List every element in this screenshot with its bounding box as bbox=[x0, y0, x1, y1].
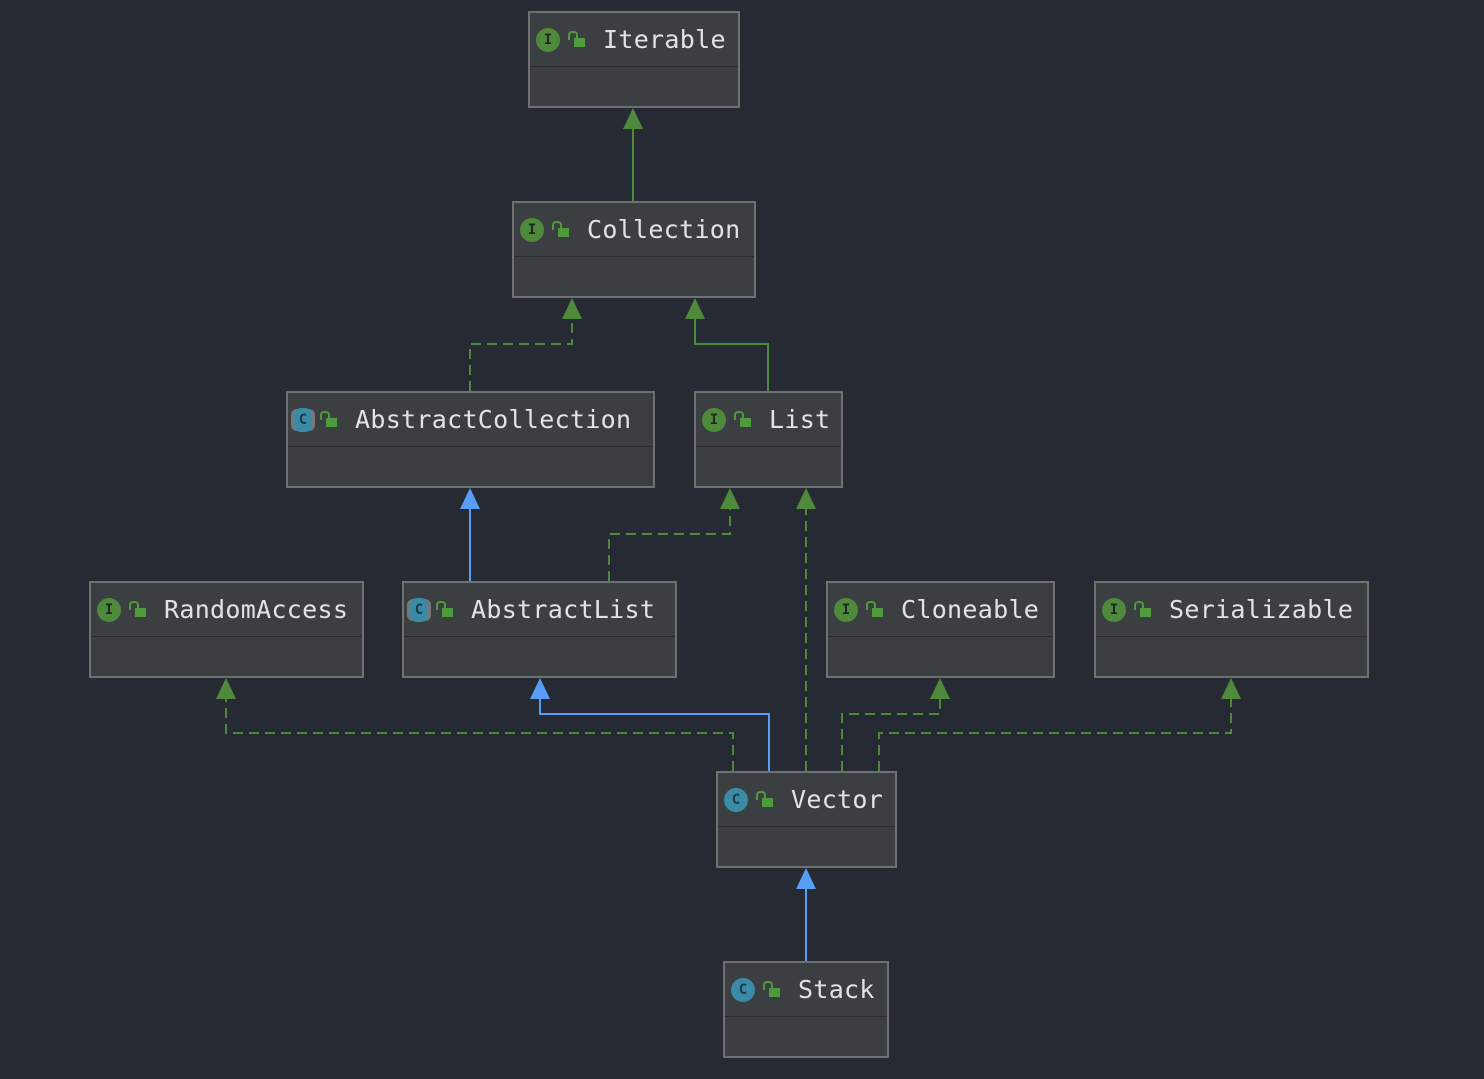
public-lock-icon bbox=[436, 600, 454, 620]
node-randomaccess[interactable]: I RandomAccess bbox=[89, 581, 364, 678]
arrowhead-icon bbox=[720, 488, 740, 509]
interface-icon: I bbox=[97, 597, 121, 622]
node-vector[interactable]: C Vector bbox=[716, 771, 897, 868]
node-name: Stack bbox=[798, 975, 875, 1004]
edge-collection-to-iterable bbox=[623, 108, 643, 201]
arrowhead-icon bbox=[623, 108, 643, 129]
node-header: I Collection bbox=[514, 203, 754, 257]
node-name: Vector bbox=[791, 785, 884, 814]
edge-line bbox=[878, 698, 1232, 771]
public-lock-icon bbox=[763, 980, 781, 1000]
node-header: C Stack bbox=[725, 963, 887, 1017]
public-lock-icon bbox=[866, 600, 884, 620]
node-abstractcollection[interactable]: C AbstractCollection bbox=[286, 391, 655, 488]
node-abstractlist[interactable]: C AbstractList bbox=[402, 581, 677, 678]
edge-line bbox=[841, 698, 941, 771]
public-lock-icon bbox=[756, 790, 774, 810]
interface-icon: I bbox=[520, 217, 544, 242]
node-stack[interactable]: C Stack bbox=[723, 961, 889, 1058]
node-name: List bbox=[769, 405, 831, 434]
node-name: Iterable bbox=[603, 25, 726, 54]
edge-list-to-collection bbox=[685, 298, 769, 391]
node-list[interactable]: I List bbox=[694, 391, 843, 488]
node-name: Cloneable bbox=[901, 595, 1040, 624]
edge-abstractcollection-to-collection bbox=[469, 298, 582, 391]
class-icon: C bbox=[731, 977, 755, 1002]
public-lock-icon bbox=[320, 410, 338, 430]
class-icon: C bbox=[724, 787, 748, 812]
node-header: I Serializable bbox=[1096, 583, 1367, 637]
arrowhead-icon bbox=[930, 678, 950, 699]
interface-icon: I bbox=[1102, 597, 1126, 622]
public-lock-icon bbox=[734, 410, 752, 430]
node-header: C AbstractCollection bbox=[288, 393, 653, 447]
node-name: RandomAccess bbox=[164, 595, 349, 624]
node-name: AbstractList bbox=[471, 595, 656, 624]
edge-vector-to-cloneable bbox=[841, 678, 950, 771]
interface-icon: I bbox=[702, 407, 726, 432]
edge-vector-to-abstractlist bbox=[530, 678, 770, 771]
edge-line bbox=[694, 318, 769, 391]
arrowhead-icon bbox=[562, 298, 582, 319]
public-lock-icon bbox=[129, 600, 147, 620]
node-header: I Iterable bbox=[530, 13, 738, 67]
node-name: Serializable bbox=[1169, 595, 1354, 624]
arrowhead-icon bbox=[216, 678, 236, 699]
edge-line bbox=[608, 508, 731, 581]
edge-line bbox=[225, 698, 734, 771]
public-lock-icon bbox=[552, 220, 570, 240]
arrowhead-icon bbox=[796, 868, 816, 889]
node-header: I RandomAccess bbox=[91, 583, 362, 637]
interface-icon: I bbox=[536, 27, 560, 52]
arrowhead-icon bbox=[460, 488, 480, 509]
public-lock-icon bbox=[568, 30, 586, 50]
node-name: AbstractCollection bbox=[355, 405, 632, 434]
arrowhead-icon bbox=[1221, 678, 1241, 699]
public-lock-icon bbox=[1134, 600, 1152, 620]
edge-vector-to-serializable bbox=[878, 678, 1241, 771]
edge-abstractlist-to-abstractcollection bbox=[460, 488, 480, 581]
arrowhead-icon bbox=[530, 678, 550, 699]
node-header: I Cloneable bbox=[828, 583, 1053, 637]
abstract-class-icon: C bbox=[294, 407, 312, 432]
edge-vector-to-randomaccess bbox=[216, 678, 734, 771]
node-cloneable[interactable]: I Cloneable bbox=[826, 581, 1055, 678]
node-header: I List bbox=[696, 393, 841, 447]
edge-abstractlist-to-list bbox=[608, 488, 740, 581]
node-header: C Vector bbox=[718, 773, 895, 827]
edge-line bbox=[469, 318, 573, 391]
arrowhead-icon bbox=[685, 298, 705, 319]
node-header: C AbstractList bbox=[404, 583, 675, 637]
node-collection[interactable]: I Collection bbox=[512, 201, 756, 298]
abstract-class-icon: C bbox=[410, 597, 428, 622]
node-name: Collection bbox=[587, 215, 741, 244]
edge-stack-to-vector bbox=[796, 868, 816, 961]
arrowhead-icon bbox=[796, 488, 816, 509]
node-serializable[interactable]: I Serializable bbox=[1094, 581, 1369, 678]
edge-line bbox=[539, 698, 770, 771]
edge-vector-to-list bbox=[796, 488, 816, 771]
node-iterable[interactable]: I Iterable bbox=[528, 11, 740, 108]
interface-icon: I bbox=[834, 597, 858, 622]
